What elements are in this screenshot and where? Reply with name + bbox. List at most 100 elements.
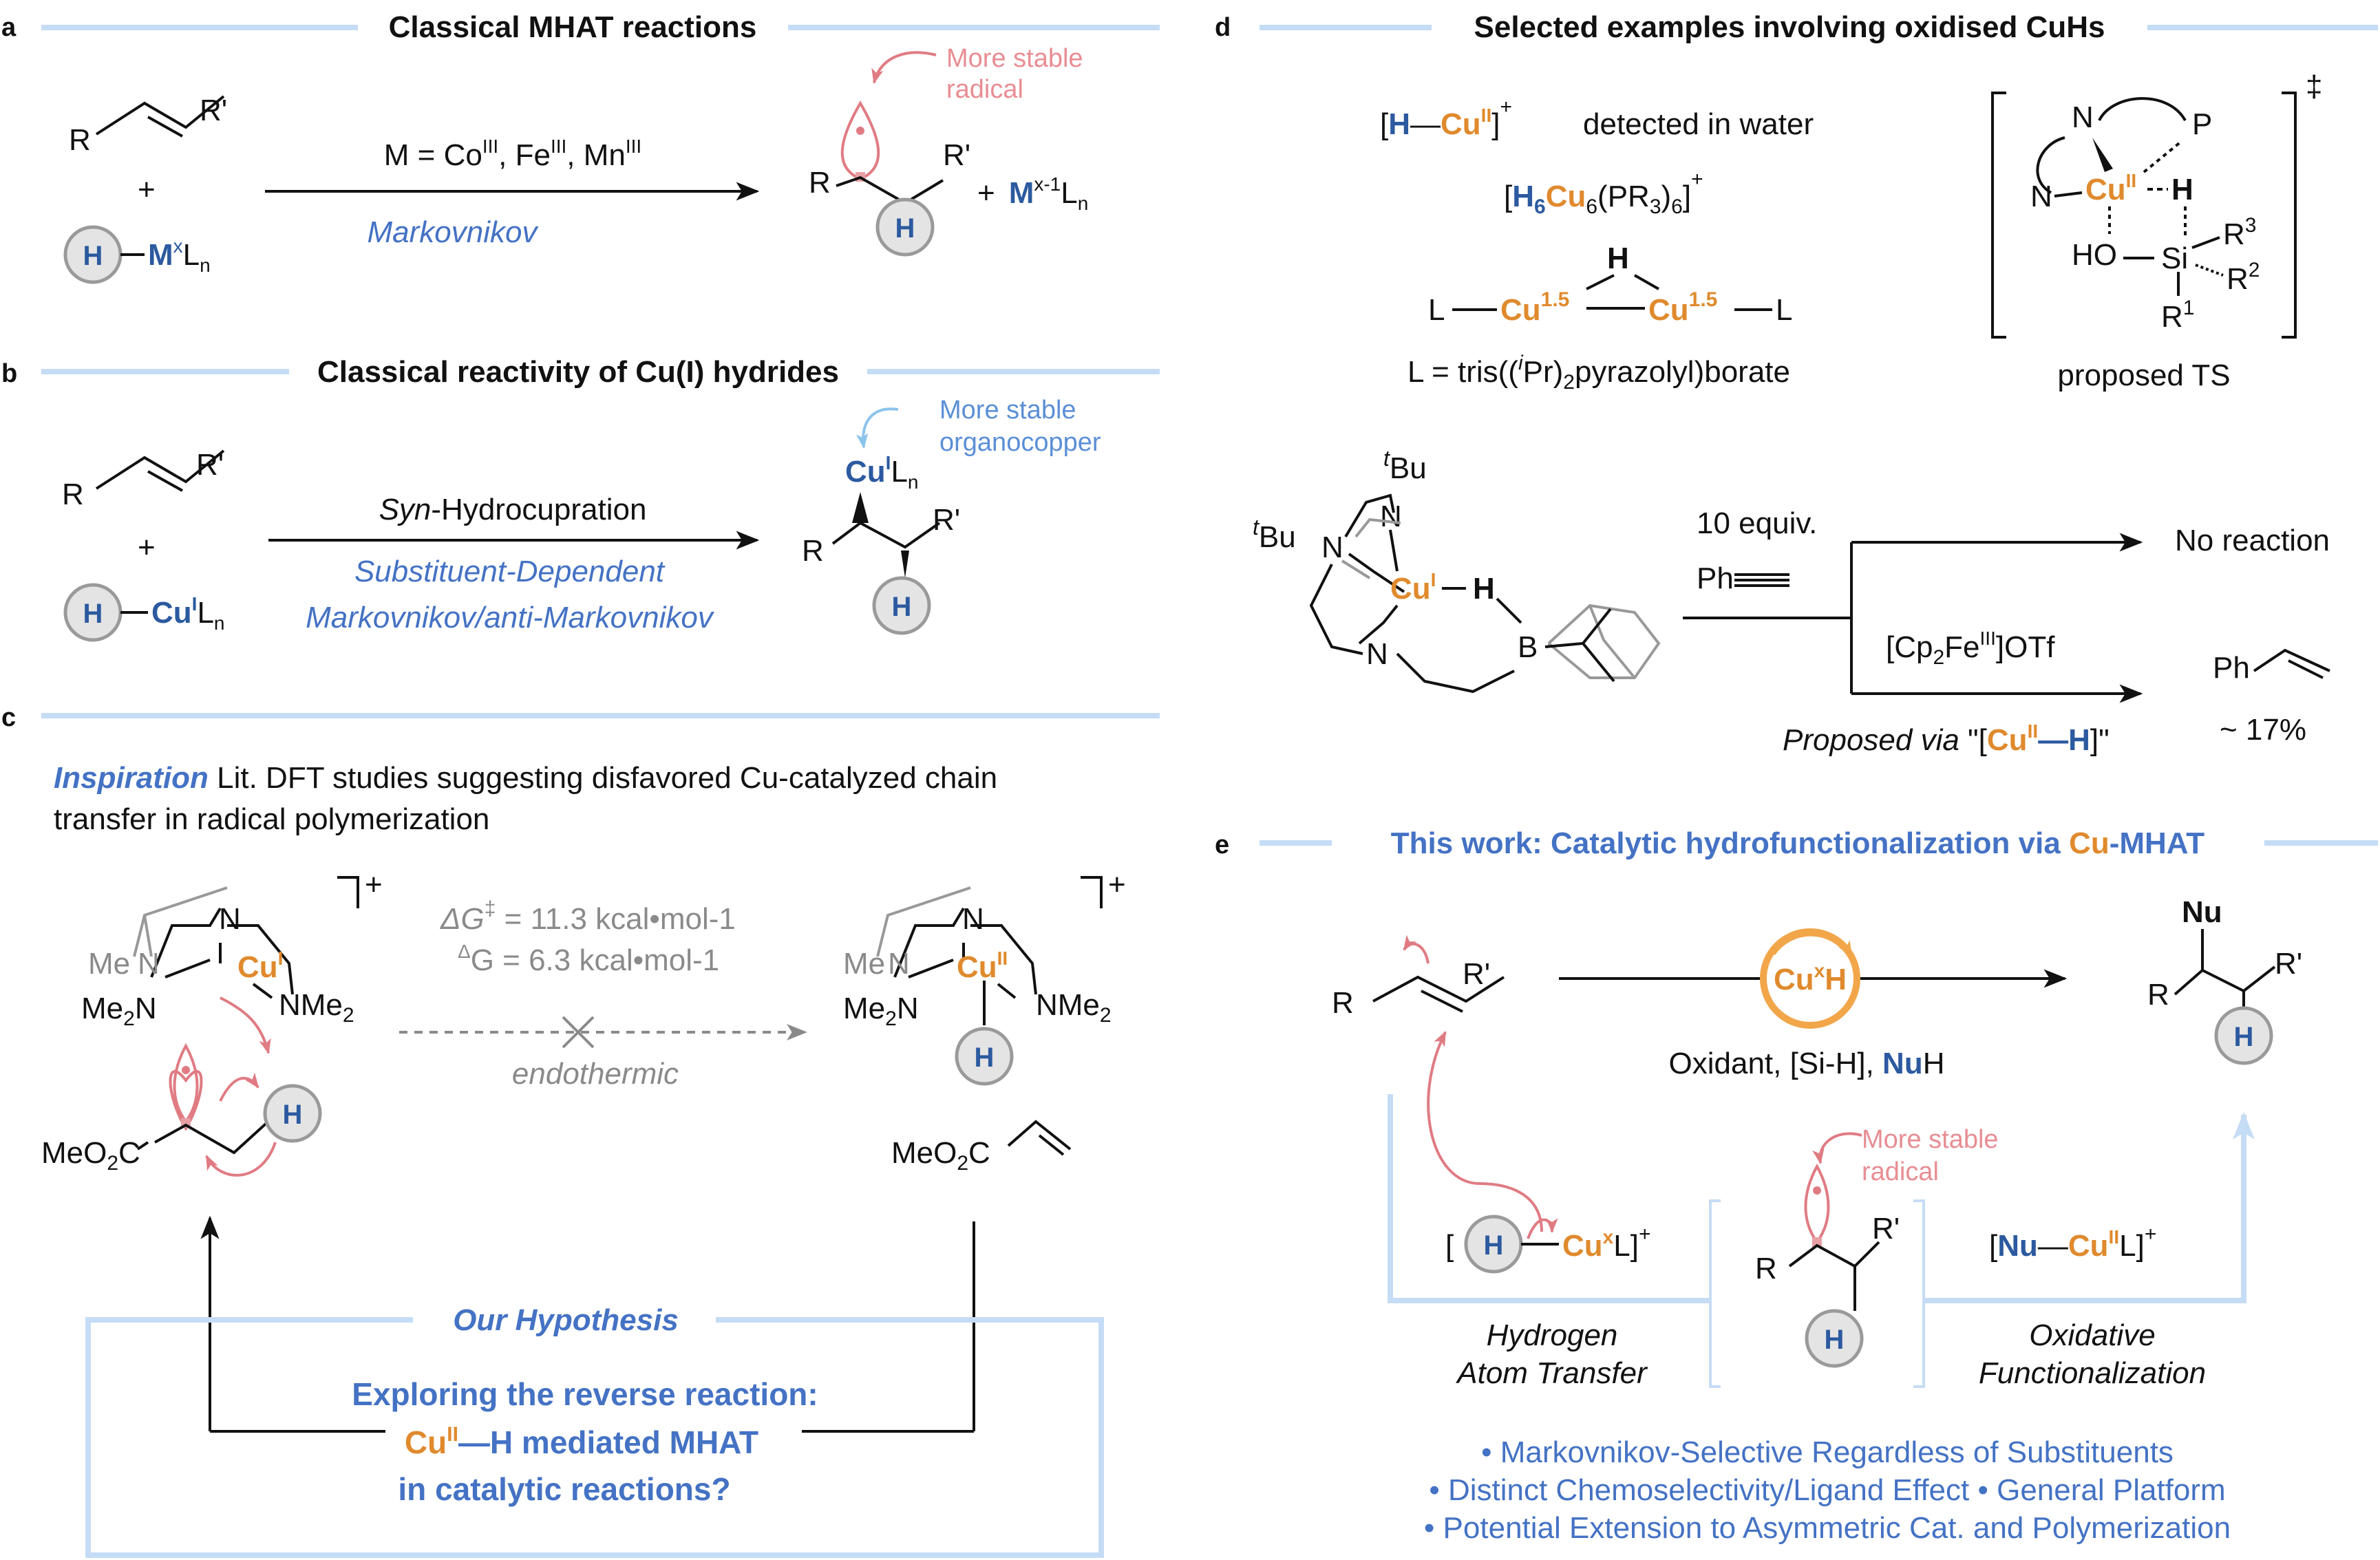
svg-text:R': R' [933, 503, 960, 537]
panel-c-inspiration-line2: transfer in radical polymerization [54, 802, 489, 836]
no-reaction-label: No reaction [2175, 524, 2330, 557]
ligand-definition: L = tris((iPr)2pyrazolyl)borate [1407, 352, 1790, 394]
svg-text:H: H [1825, 1325, 1845, 1355]
svg-text:Me: Me [843, 947, 885, 981]
reaction-energy: ΔG = 6.3 kcal•mol-1 [458, 941, 719, 977]
svg-text:R: R [1332, 986, 1354, 1020]
svg-text:Me2N: Me2N [81, 992, 157, 1030]
svg-text:N: N [2030, 180, 2052, 213]
oxfunc-step-line2: Functionalization [1979, 1356, 2206, 1390]
panel-b-cu-hydride: H CuILn [63, 583, 225, 642]
cu6-cluster-example: [H6Cu6(PR3)6]+ [1504, 168, 1703, 218]
proposed-transition-state: ‡ N P N CuII H HO Si R3 R2 R1 proposed T… [1991, 70, 2322, 392]
svg-text:HO: HO [2072, 238, 2117, 272]
svg-text:N: N [219, 902, 241, 936]
panel-b-product: CuILn R R' H More stable organocopper [802, 396, 1101, 635]
svg-text:CuxL]+: CuxL]+ [1562, 1223, 1650, 1263]
svg-text:R: R [2147, 978, 2169, 1012]
panel-a-plus: + [138, 173, 156, 206]
svg-text:radical: radical [1862, 1157, 1939, 1186]
detected-in-water: detected in water [1583, 107, 1814, 141]
panel-a-regioselectivity: Markovnikov [368, 215, 540, 249]
svg-text:organocopper: organocopper [939, 428, 1101, 457]
svg-text:R': R' [1872, 1212, 1900, 1246]
phenylacetylene-reaction: 10 equiv. Ph No reaction [Cp2FeIII]OTf P… [1683, 506, 2330, 757]
svg-text:MeO2C: MeO2C [41, 1136, 140, 1175]
bullet-1: • Markovnikov-Selective Regardless of Su… [1481, 1435, 2174, 1469]
ferrocenium-oxidant: [Cp2FeIII]OTf [1886, 628, 2055, 669]
svg-text:More stable: More stable [939, 396, 1076, 425]
panel-b-cond-line3: Markovnikov/anti-Markovnikov [306, 601, 715, 634]
svg-text:+: + [365, 868, 383, 901]
panel-e-product: Nu R R' H [2147, 895, 2302, 1065]
radical-note-arrow [871, 51, 937, 85]
svg-text:R': R' [2275, 947, 2302, 981]
svg-text:R3: R3 [2223, 214, 2256, 251]
svg-text:CuILn: CuILn [845, 452, 919, 493]
panel-e-alkene: R R' [1332, 934, 1505, 1020]
svg-text:[: [ [1445, 1229, 1454, 1263]
svg-text:R: R [802, 534, 824, 568]
svg-text:H: H [975, 1043, 995, 1073]
svg-text:radical: radical [946, 75, 1023, 104]
hypothesis-line2: CuII—H mediated MHAT [405, 1423, 758, 1460]
svg-text:H: H [1607, 242, 1629, 275]
cu-i-complex: N Me N Me2N NMe2 CuI + [81, 868, 383, 1030]
panel-c: c Inspiration Lit. DFT studies suggestin… [1, 703, 1160, 1558]
panel-a: a Classical MHAT reactions R R' + H MxLn… [1, 10, 1160, 284]
panel-e-title: This work: Catalytic hydrofunctionalizat… [1391, 826, 2205, 860]
radical-chain: MeO2C H [41, 996, 322, 1177]
panel-b-plus: + [138, 531, 156, 564]
organocopper-note-arrow [856, 407, 899, 449]
svg-text:N: N [1366, 637, 1388, 671]
svg-text:Nu: Nu [2182, 895, 2222, 929]
svg-text:tBu: tBu [1383, 446, 1427, 485]
nu-cu-ii-species: [Nu—CuIIL]+ [1989, 1223, 2156, 1263]
svg-text:Ph: Ph [2213, 651, 2250, 685]
svg-text:CuI: CuI [1390, 569, 1436, 606]
panel-b-title: Classical reactivity of Cu(I) hydrides [317, 355, 839, 389]
panel-b: b Classical reactivity of Cu(I) hydrides… [1, 355, 1160, 642]
svg-text:R: R [62, 478, 84, 511]
svg-text:‡: ‡ [2306, 70, 2322, 103]
hat-step-line2: Atom Transfer [1455, 1356, 1648, 1390]
blocked-cross-icon [562, 1016, 595, 1049]
svg-text:Me2N: Me2N [843, 992, 919, 1030]
svg-text:H: H [892, 592, 912, 622]
cu-ii-h-example: [H—CuII]+ [1380, 96, 1512, 141]
hypothesis-line3: in catalytic reactions? [398, 1471, 730, 1507]
panel-a-product: R R' H More stable radical [809, 44, 1083, 257]
svg-text:CuII: CuII [2085, 170, 2136, 206]
yield-label: ~ 17% [2220, 713, 2306, 747]
panel-a-title: Classical MHAT reactions [389, 10, 757, 44]
svg-text:N: N [962, 902, 984, 936]
svg-text:NMe2: NMe2 [1036, 988, 1112, 1027]
panel-e-conditions: Oxidant, [Si-H], NuH [1669, 1047, 1945, 1080]
svg-text:Cu1.5: Cu1.5 [1648, 288, 1717, 327]
panel-b-cond-line2: Substituent-Dependent [354, 555, 666, 588]
svg-text:R: R [69, 123, 91, 157]
panel-d-title: Selected examples involving oxidised CuH… [1474, 10, 2105, 44]
panel-d-label: d [1215, 13, 1231, 42]
panel-b-cond-line1: Syn-Hydrocupration [379, 493, 647, 526]
svg-text:R: R [1755, 1252, 1777, 1285]
bullet-3: • Potential Extension to Asymmetric Cat.… [1424, 1511, 2231, 1545]
panel-c-inspiration: Inspiration Lit. DFT studies suggesting … [54, 761, 997, 795]
cu-i-hydride-borane-complex: tBu tBu N N N CuI H B [1253, 446, 1661, 694]
panel-a-label: a [1, 13, 17, 42]
svg-text:More stable: More stable [946, 44, 1083, 73]
svg-text:H: H [2234, 1022, 2254, 1052]
svg-text:H: H [1473, 572, 1495, 606]
panel-a-conditions: M = CoIII, FeIII, MnIII [384, 136, 641, 172]
svg-text:10 equiv.: 10 equiv. [1697, 506, 1817, 540]
svg-text:+: + [1108, 868, 1126, 901]
svg-text:N: N [1321, 531, 1343, 564]
svg-text:MxLn: MxLn [148, 235, 211, 276]
svg-text:N: N [888, 947, 910, 981]
svg-text:R': R' [1463, 957, 1490, 991]
endothermic-label: endothermic [512, 1057, 679, 1091]
svg-text:CuII: CuII [957, 948, 1008, 984]
radical-orbital-icon [1804, 1163, 1830, 1245]
panel-d: d Selected examples involving oxidised C… [1215, 10, 2378, 757]
